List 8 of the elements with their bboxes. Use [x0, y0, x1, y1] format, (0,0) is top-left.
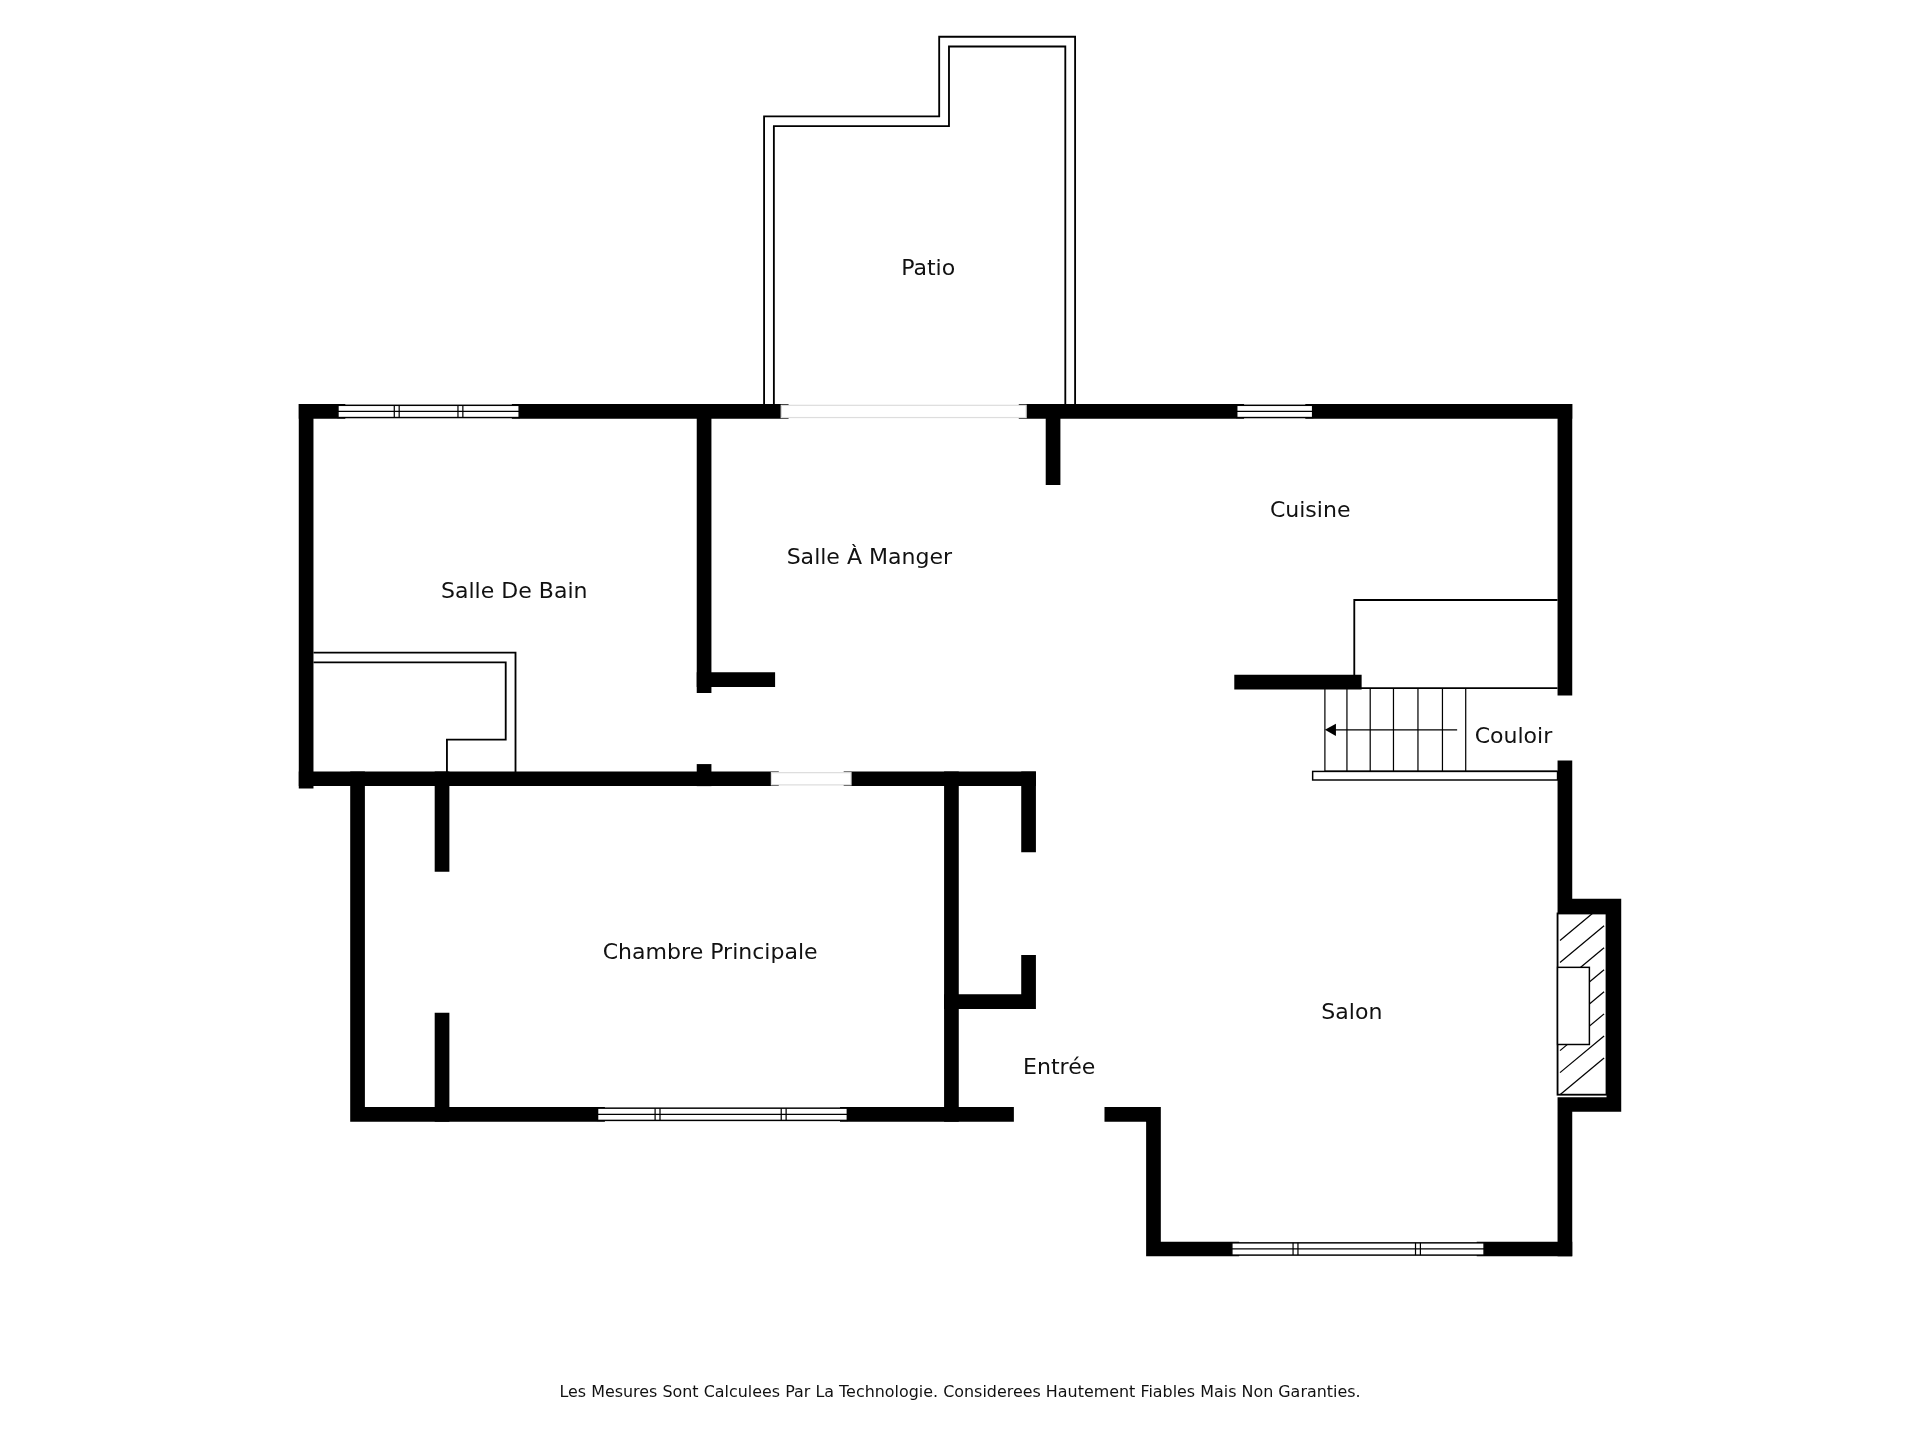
room-label: Salle De Bain: [441, 577, 588, 604]
room-label: Salle À Manger: [786, 543, 953, 569]
caption-text: Les Mesures Sont Calculees Par La Technologie. Considerees Hautement Fiables Mais Non Garanties.: [559, 1381, 1361, 1401]
room-label: Chambre Principale: [602, 938, 818, 965]
room-label: Cuisine: [1269, 496, 1351, 523]
room-label: Salon: [1321, 998, 1383, 1025]
room-label: Entrée: [1023, 1053, 1096, 1080]
room-label: Patio: [901, 254, 956, 280]
